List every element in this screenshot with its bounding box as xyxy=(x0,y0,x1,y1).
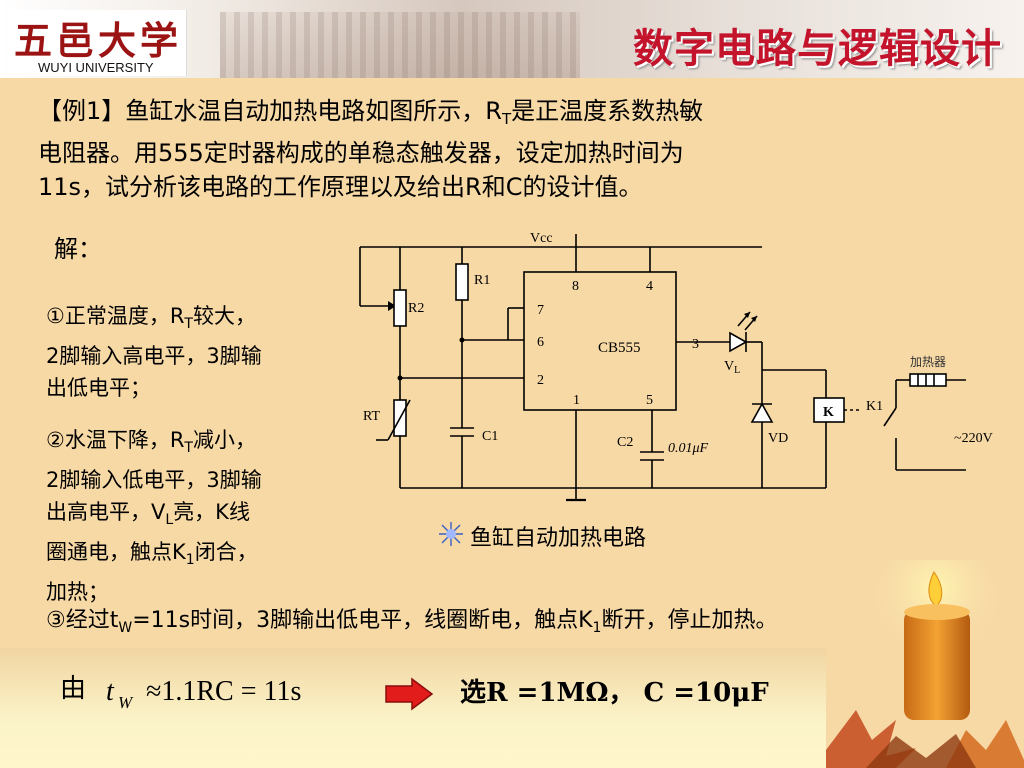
step2-sub: T xyxy=(184,440,193,456)
pin1-label: 1 xyxy=(573,393,580,408)
university-logo: 五邑大学 WUYI UNIVERSITY xyxy=(8,10,187,76)
problem-text-3: 电阻器。用555定时器构成的单稳态触发器，设定加热时间为 xyxy=(38,139,684,167)
pin7-label: 7 xyxy=(537,303,544,318)
formula-rest: ≈1.1RC = 11s xyxy=(146,676,301,707)
subscript-t: T xyxy=(501,110,512,128)
step2-f: 圈通电，触点K xyxy=(46,540,186,564)
circuit-diagram: Vcc R2 RT R1 C1 8 4 7 6 2 1 5 3 CB555 C2 xyxy=(359,231,993,502)
pin6-label: 6 xyxy=(537,335,544,350)
heater-label: 加热器 xyxy=(910,355,946,369)
problem-text-2: 是正温度系数热敏 xyxy=(511,97,704,125)
step-2: ②水温下降，RT减小， 2脚输入低电平，3脚输 出高电平，VL亮，K线 圈通电，… xyxy=(46,424,338,608)
formula: t W ≈1.1RC = 11s xyxy=(106,676,301,712)
pin3-label: 3 xyxy=(692,337,699,352)
problem-text-1: 【例1】鱼缸水温自动加热电路如图所示，R xyxy=(38,97,502,125)
vl-label: VL xyxy=(724,359,740,376)
rt-label: RT xyxy=(363,409,380,424)
diode-vd xyxy=(750,402,774,423)
pin5-label: 5 xyxy=(646,393,653,408)
formula-w: W xyxy=(118,693,134,712)
campus-photo xyxy=(220,12,580,78)
step2-g: 闭合， xyxy=(194,540,258,564)
step2-h: 加热； xyxy=(46,580,109,604)
diagram-caption: 鱼缸自动加热电路 xyxy=(470,526,647,551)
chip-cb555 xyxy=(523,271,677,411)
step1-b: 较大， xyxy=(192,304,256,328)
logo-en: WUYI UNIVERSITY xyxy=(38,60,154,75)
candle-leaves-decoration xyxy=(826,560,1024,768)
relay-label: K xyxy=(823,405,834,420)
resistor-r1 xyxy=(455,263,469,301)
vd-label: VD xyxy=(768,431,788,446)
step2-sub-l: L xyxy=(165,512,174,528)
step2-a: ②水温下降，R xyxy=(46,428,185,452)
pin2-label: 2 xyxy=(537,373,544,388)
vcc-label: Vcc xyxy=(530,231,553,246)
r2-label: R2 xyxy=(408,301,424,316)
formula-prefix: 由 xyxy=(60,674,87,704)
problem-text-4: 11s，试分析该电路的工作原理以及给出R和C的设计值。 xyxy=(38,173,643,201)
pin4-label: 4 xyxy=(646,279,653,294)
pin8-label: 8 xyxy=(572,279,579,294)
led-vl xyxy=(729,331,748,353)
step3-b: =11s时间，3脚输出低电平，线圈断电，触点K xyxy=(132,608,593,633)
burst-icon xyxy=(439,522,463,546)
step3-a: ③经过t xyxy=(46,608,119,633)
step3-sub-1: 1 xyxy=(592,620,602,636)
course-title: 数字电路与逻辑设计 xyxy=(633,26,1002,72)
formula-t: t xyxy=(106,676,115,707)
solution-label: 解： xyxy=(54,235,102,263)
c2-value: 0.01μF xyxy=(668,441,709,456)
resistor-r2 xyxy=(393,289,407,327)
step1-d: 出低电平； xyxy=(46,376,151,400)
step1-a: ①正常温度，R xyxy=(46,304,185,328)
step2-sub-1: 1 xyxy=(185,552,195,568)
header-banner: 五邑大学 WUYI UNIVERSITY 数字电路与逻辑设计 xyxy=(0,0,1024,78)
step1-c: 2脚输入高电平，3脚输 xyxy=(46,344,262,368)
step2-c: 2脚输入低电平，3脚输 xyxy=(46,468,262,492)
step3-sub-w: W xyxy=(118,620,133,636)
step-1: ①正常温度，RT较大， 2脚输入高电平，3脚输 出低电平； xyxy=(46,300,338,404)
logo-cn: 五邑大学 xyxy=(14,18,183,63)
heater-element xyxy=(909,373,947,387)
problem-statement: 【例1】鱼缸水温自动加热电路如图所示，RT是正温度系数热敏 电阻器。用555定时… xyxy=(38,94,998,204)
step1-sub: T xyxy=(184,316,193,332)
relay-coil-k xyxy=(813,397,845,423)
c2-label: C2 xyxy=(617,435,633,450)
result-text: 选R =1MΩ， C =10μF xyxy=(460,678,769,708)
step-3: ③经过tW=11s时间，3脚输出低电平，线圈断电，触点K1断开，停止加热。 xyxy=(46,604,1006,645)
k1-label: K1 xyxy=(866,399,883,414)
step3-c: 断开，停止加热。 xyxy=(601,608,778,633)
ac-label: ~220V xyxy=(954,431,993,446)
red-arrow-icon xyxy=(385,677,434,711)
r1-label: R1 xyxy=(474,273,490,288)
chip-label: CB555 xyxy=(598,340,641,356)
step2-e: 亮，K线 xyxy=(173,500,250,524)
c1-label: C1 xyxy=(482,429,498,444)
step2-d: 出高电平，V xyxy=(46,500,166,524)
step2-b: 减小， xyxy=(192,428,256,452)
